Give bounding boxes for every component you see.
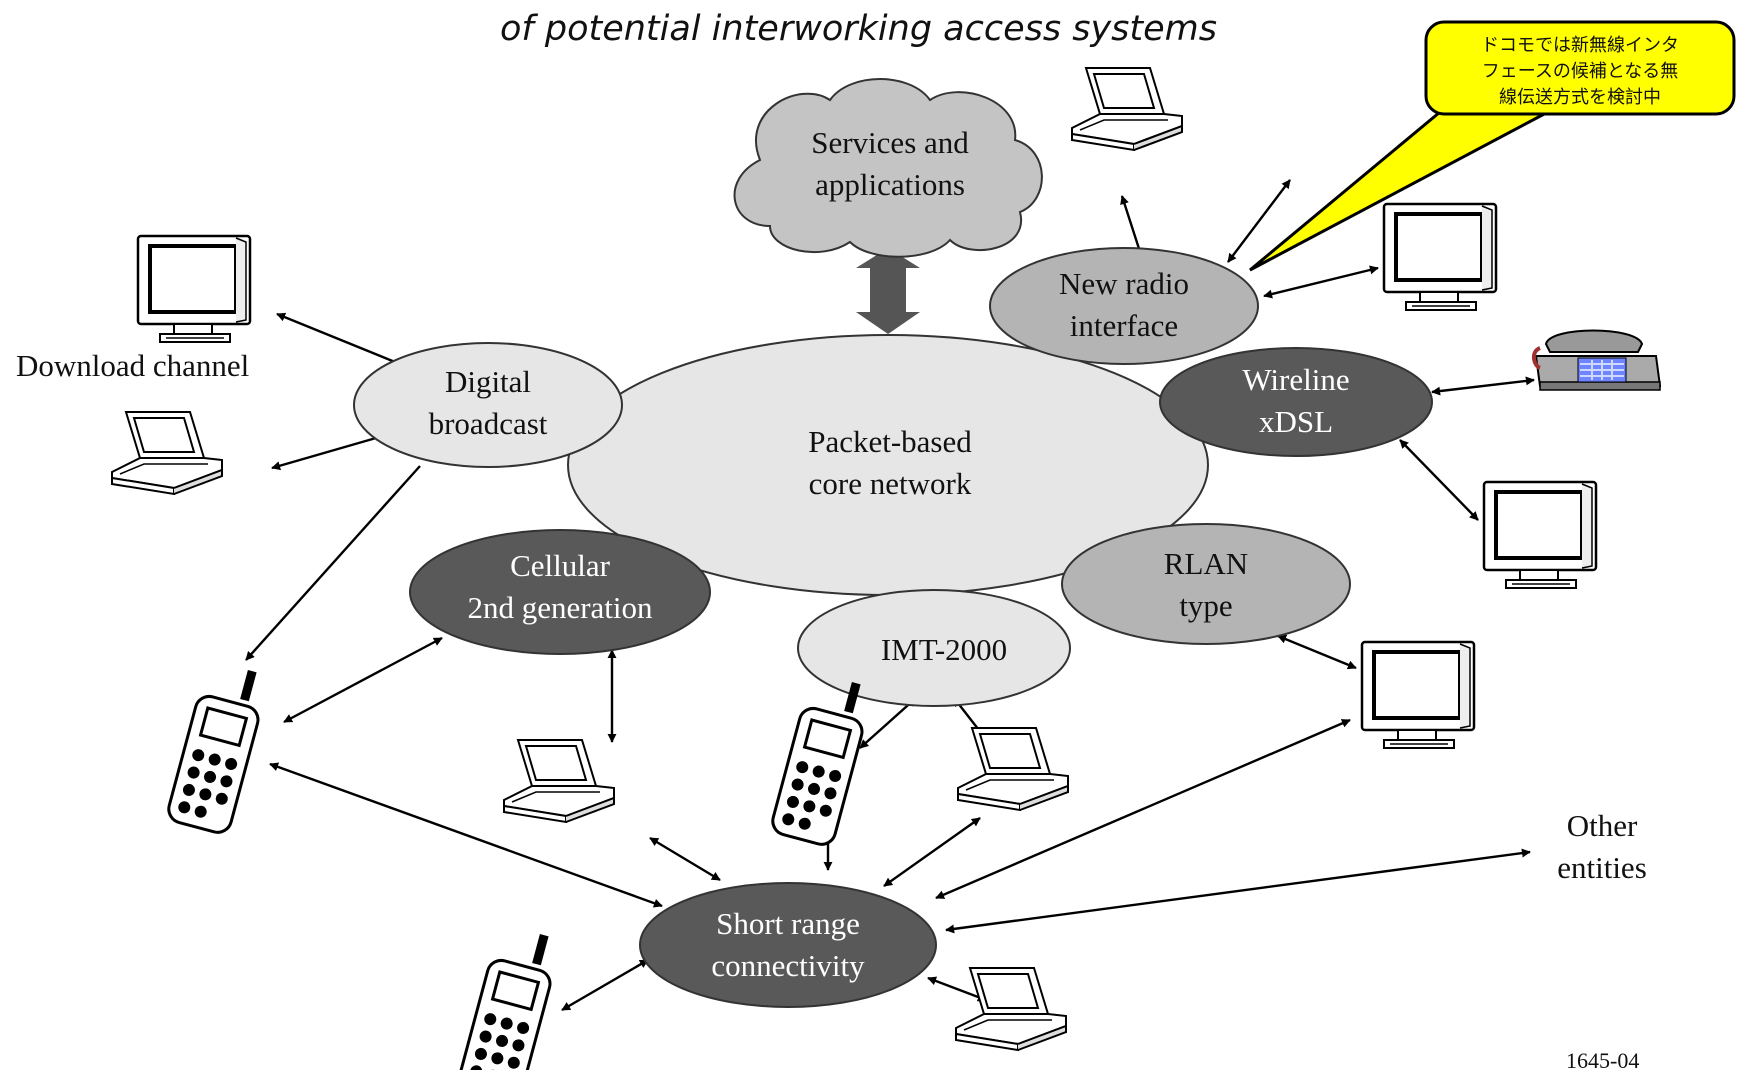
laptop-icon <box>957 727 1069 811</box>
services-line1: Services and <box>811 125 969 160</box>
cellular-2g-node: Cellular 2nd generation <box>409 529 711 655</box>
edge-short-laptop <box>649 836 721 882</box>
callout-line3: 線伝送方式を検討中 <box>1499 87 1661 108</box>
services-line2: applications <box>815 167 965 202</box>
edge-radio-up <box>1227 179 1291 263</box>
telephone-icon <box>1531 328 1662 392</box>
monitor-icon <box>1482 480 1598 590</box>
monitor-icon <box>136 234 252 344</box>
rlan-node: RLAN type <box>1061 523 1351 645</box>
edge-radio-monitor <box>1263 265 1379 299</box>
other-entities-line1: Other <box>1567 808 1638 843</box>
core-line1: Packet-based <box>808 424 972 459</box>
edge-imt-phone <box>859 697 917 749</box>
services-cloud: Services and applications <box>733 78 1043 258</box>
monitor-icon <box>1382 202 1498 312</box>
broadcast-line1: Digital <box>445 364 531 399</box>
callout-line2: フェースの候補となる無 <box>1482 61 1679 82</box>
mobile-phone-icon <box>456 932 555 1070</box>
mobile-phone-icon <box>164 668 263 837</box>
wireline-xdsl-node: Wireline xDSL <box>1159 347 1433 457</box>
figure-title: of potential interworking access systems <box>500 9 1217 49</box>
radio-line2: interface <box>1070 308 1178 343</box>
short-range-line2: connectivity <box>711 948 865 983</box>
wireline-line2: xDSL <box>1259 404 1333 439</box>
monitor-icon <box>1360 640 1476 750</box>
digital-broadcast-node: Digital broadcast <box>353 342 623 468</box>
rlan-line2: type <box>1179 588 1232 623</box>
core-network-node: Packet-based core network <box>567 334 1209 596</box>
connection-lines <box>245 179 1535 1012</box>
edge-broadcast-monitor <box>276 312 396 364</box>
laptop-icon <box>503 739 615 823</box>
edge-short-other <box>945 848 1531 934</box>
new-radio-interface-node: New radio interface <box>989 247 1259 365</box>
callout-line1: ドコモでは新無線インタ <box>1481 35 1679 56</box>
short-range-connectivity-node: Short range connectivity <box>639 882 937 1008</box>
figure-code: 1645-04 <box>1566 1048 1639 1070</box>
edge-cellular-phone <box>283 636 443 724</box>
download-channel-label: Download channel <box>16 348 249 383</box>
edge-short-bottom-phone <box>561 958 649 1012</box>
core-line2: core network <box>809 466 972 501</box>
cellular-line2: 2nd generation <box>467 590 653 625</box>
laptop-icon <box>1071 67 1183 151</box>
edge-short-imt-laptop <box>883 817 981 887</box>
mobile-phone-icon <box>768 680 867 849</box>
radio-line1: New radio <box>1059 266 1189 301</box>
edge-wireline-monitor <box>1399 439 1479 521</box>
callout-bubble: ドコモでは新無線インタ フェースの候補となる無 線伝送方式を検討中 <box>1249 20 1736 272</box>
imt-2000-node: IMT-2000 <box>797 589 1071 707</box>
imt-label: IMT-2000 <box>881 632 1007 667</box>
edge-short-bottom-laptop <box>927 976 987 1002</box>
services-core-double-arrow <box>856 248 920 334</box>
laptop-icon <box>111 411 223 495</box>
short-range-line1: Short range <box>716 906 860 941</box>
laptop-icon <box>955 967 1067 1051</box>
other-entities-line2: entities <box>1557 850 1647 885</box>
edge-rlan-monitor <box>1277 634 1357 670</box>
broadcast-line2: broadcast <box>429 406 548 441</box>
cellular-line1: Cellular <box>510 548 611 583</box>
wireline-line1: Wireline <box>1242 362 1349 397</box>
edge-broadcast-laptop <box>271 436 377 471</box>
edge-wireline-telephone <box>1431 376 1535 396</box>
edge-broadcast-phone <box>245 465 421 661</box>
edge-short-phone <box>269 762 663 908</box>
rlan-line1: RLAN <box>1164 546 1248 581</box>
